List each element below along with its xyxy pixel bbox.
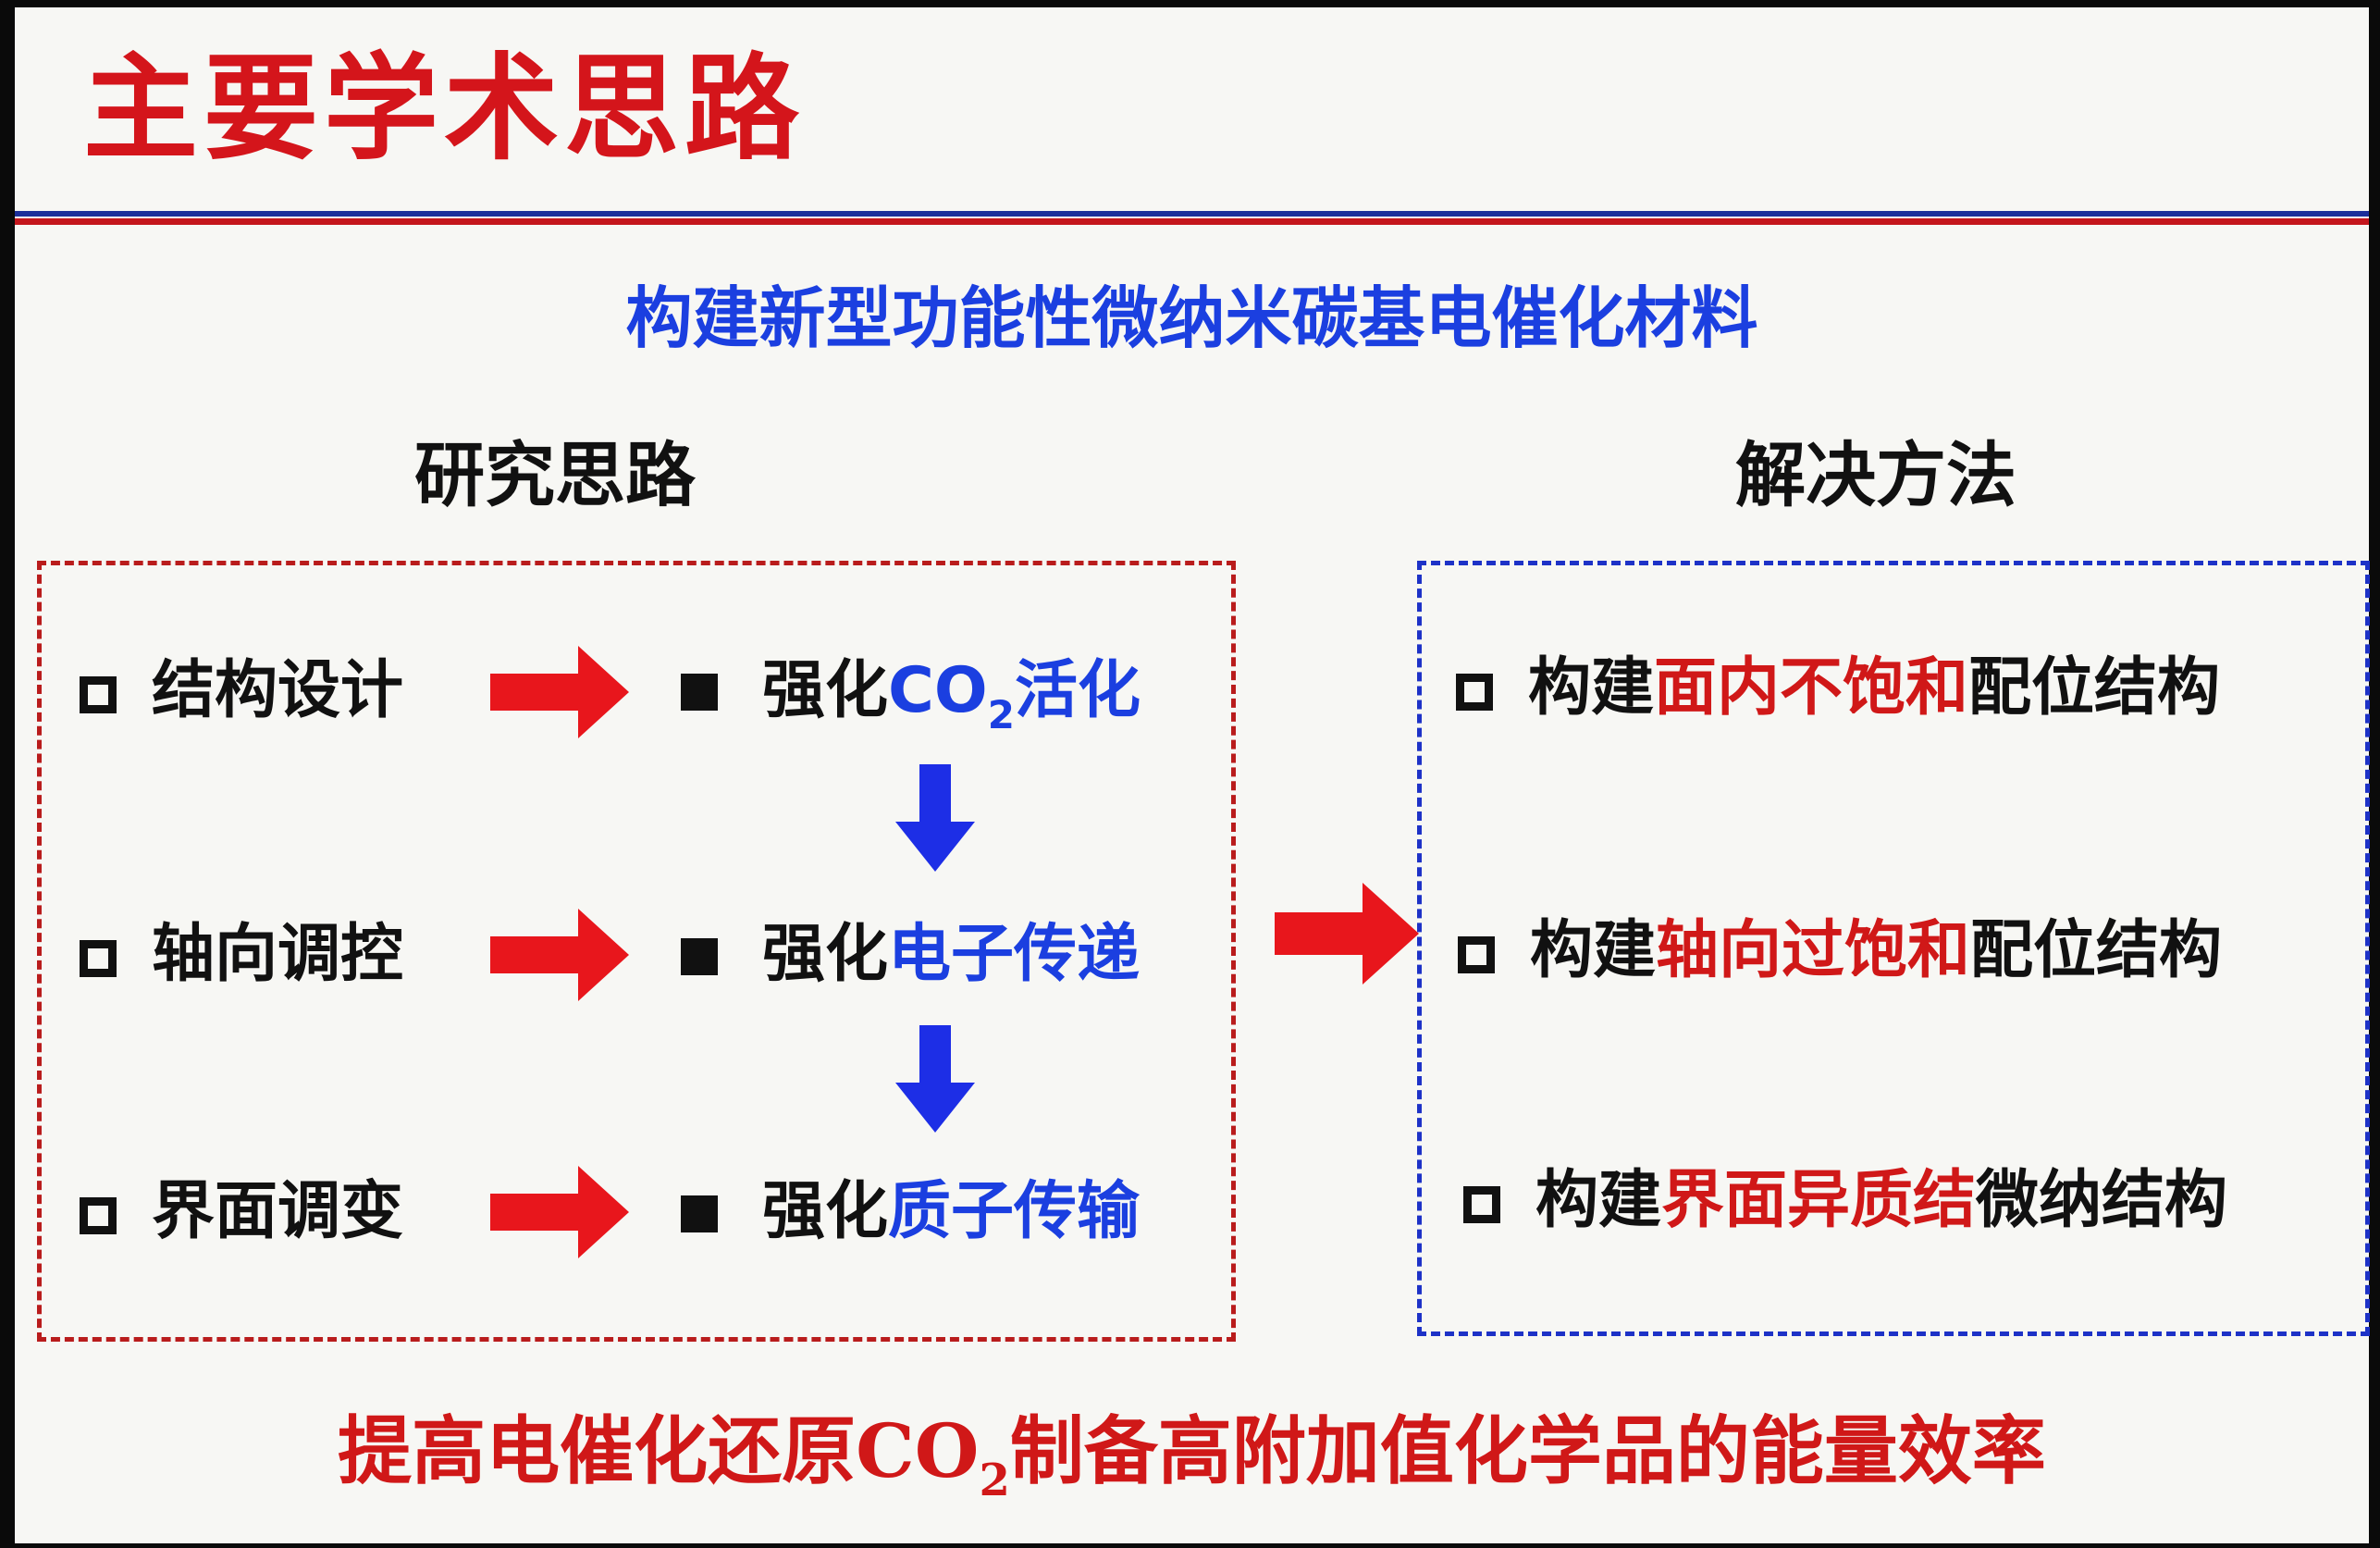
checkbox-icon [1458, 936, 1495, 973]
solution-prefix: 构建 [1535, 1164, 1662, 1237]
filled-square-bullet-icon [681, 1195, 718, 1232]
checkbox-icon [80, 940, 117, 977]
solution-highlight: 面内不饱和 [1654, 651, 1969, 724]
checkbox-icon [1456, 674, 1493, 711]
research-item-interface-tuning: 界面调变 [80, 1181, 403, 1244]
research-heading: 研究思路 [414, 434, 696, 516]
goal-text-before: 提高电催化还原CO [338, 1407, 980, 1494]
result-prefix: 强化 [762, 1175, 889, 1248]
page-title: 主要学术思路 [83, 43, 806, 176]
filled-square-bullet-icon [681, 674, 718, 711]
solution-prefix: 构建 [1528, 651, 1655, 724]
red-arrow-right-icon [1275, 883, 1419, 985]
solution-box [1417, 561, 2370, 1336]
research-result-co2-activation: 强化CO2活化 [762, 660, 1141, 735]
solution-item-interface-heterojunction: 构建界面异质结微纳结构 [1463, 1170, 2227, 1232]
filled-square-bullet-icon [681, 938, 718, 975]
solution-highlight: 界面异质结 [1661, 1164, 1977, 1237]
result-prefix: 强化 [762, 918, 889, 991]
solution-item-in-plane-unsaturated: 构建面内不饱和配位结构 [1456, 657, 2220, 720]
research-item-label: 轴向调控 [152, 918, 404, 991]
solution-item-axial-oversaturated: 构建轴向过饱和配位结构 [1458, 920, 2222, 983]
result-highlight: 电子传递 [888, 918, 1141, 991]
red-arrow-right-icon [490, 909, 629, 1001]
research-item-axial-regulation: 轴向调控 [80, 923, 403, 986]
result-suffix: 活化 [1014, 654, 1141, 727]
co-text: CO [888, 654, 988, 727]
result-highlight: 质子传输 [888, 1175, 1141, 1248]
checkbox-icon [80, 1197, 117, 1234]
co-subscript: 2 [987, 692, 1015, 737]
research-item-structure-design: 结构设计 [80, 660, 403, 723]
research-item-label: 结构设计 [152, 654, 404, 727]
research-item-label: 界面调变 [152, 1175, 404, 1248]
slide: 主要学术思路 构建新型功能性微纳米碳基电催化材料 研究思路 解决方法 结构设计 … [15, 7, 2370, 1543]
solution-prefix: 构建 [1530, 914, 1657, 987]
blue-arrow-down-icon [895, 1025, 975, 1133]
title-divider-red [15, 218, 2369, 225]
solution-heading: 解决方法 [1735, 434, 2016, 516]
goal-text-after: 制备高附加值化学品的能量效率 [1009, 1407, 2046, 1494]
subtitle: 构建新型功能性微纳米碳基电催化材料 [625, 279, 1758, 357]
solution-suffix: 配位结构 [1970, 914, 2223, 987]
research-result-electron-transfer: 强化电子传递 [762, 923, 1140, 986]
blue-arrow-down-icon [895, 764, 975, 872]
solution-suffix: 配位结构 [1968, 651, 2221, 724]
solution-highlight: 轴向过饱和 [1656, 914, 1971, 987]
goal-statement: 提高电催化还原CO2制备高附加值化学品的能量效率 [15, 1414, 2369, 1503]
checkbox-icon [80, 676, 117, 713]
red-arrow-right-icon [490, 646, 629, 738]
result-prefix: 强化 [762, 654, 889, 727]
solution-suffix: 微纳结构 [1976, 1164, 2228, 1237]
goal-subscript: 2 [979, 1455, 1010, 1506]
checkbox-icon [1463, 1186, 1500, 1223]
research-box [37, 561, 1236, 1342]
title-divider-blue [15, 211, 2369, 217]
red-arrow-right-icon [490, 1166, 629, 1258]
research-result-proton-transport: 强化质子传输 [762, 1181, 1140, 1244]
